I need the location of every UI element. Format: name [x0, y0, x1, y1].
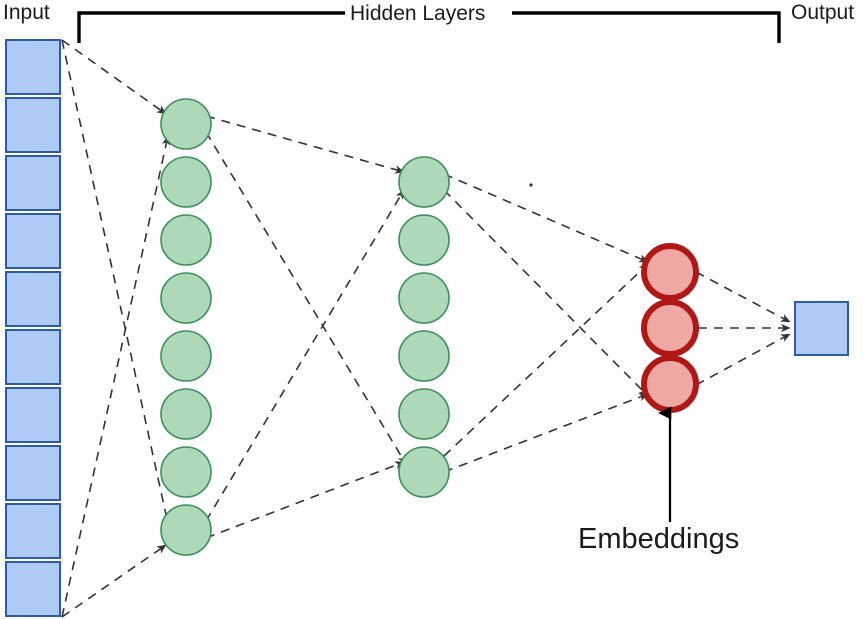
hidden-node [160, 446, 212, 498]
network-nodes [5, 39, 849, 617]
input-node [5, 155, 61, 211]
input-node [5, 561, 61, 617]
input-node [5, 329, 61, 385]
connection-line [443, 189, 649, 397]
input-node [5, 213, 61, 269]
output-layer-label: Output [791, 1, 855, 24]
connection-line [205, 115, 405, 174]
input-node [5, 97, 61, 153]
input-node [5, 39, 61, 95]
connection-line [61, 39, 175, 543]
connection-line [205, 189, 405, 522]
hidden-node [160, 156, 212, 208]
connection-line [443, 393, 649, 473]
hidden-node [160, 330, 212, 382]
hidden-node [398, 272, 450, 324]
embeddings-label: Embeddings [578, 523, 740, 555]
embedding-node [641, 299, 699, 357]
connection-line [205, 461, 405, 539]
input-node [5, 271, 61, 327]
embedding-node [641, 243, 699, 301]
hidden-node [398, 156, 450, 208]
hidden-node [160, 388, 212, 440]
connection-line [61, 135, 171, 618]
connection-line [61, 544, 167, 618]
hidden-node [398, 330, 450, 382]
stray-dot [529, 183, 533, 187]
input-layer-label: Input [3, 1, 50, 24]
output-node [794, 301, 849, 356]
input-node [5, 387, 61, 443]
hidden-node [398, 214, 450, 266]
hidden-node [398, 388, 450, 440]
hidden-node [160, 272, 212, 324]
embedding-node [641, 355, 699, 413]
connection-line [443, 173, 649, 263]
input-node [5, 503, 61, 559]
connection-lines [61, 39, 791, 618]
bracket-left-segment [77, 11, 345, 43]
hidden-node [160, 504, 212, 556]
stray-dot-mark [529, 183, 533, 187]
hidden-node [160, 98, 212, 150]
hidden-layers-bracket [77, 11, 781, 43]
input-node [5, 445, 61, 501]
connection-line [695, 271, 791, 323]
hidden-node [160, 214, 212, 266]
hidden-layers-label: Hidden Layers [347, 3, 489, 24]
hidden-node [398, 446, 450, 498]
connection-line [61, 39, 167, 115]
bracket-right-segment [512, 11, 781, 43]
connection-line [695, 333, 791, 386]
connection-line [205, 131, 407, 465]
